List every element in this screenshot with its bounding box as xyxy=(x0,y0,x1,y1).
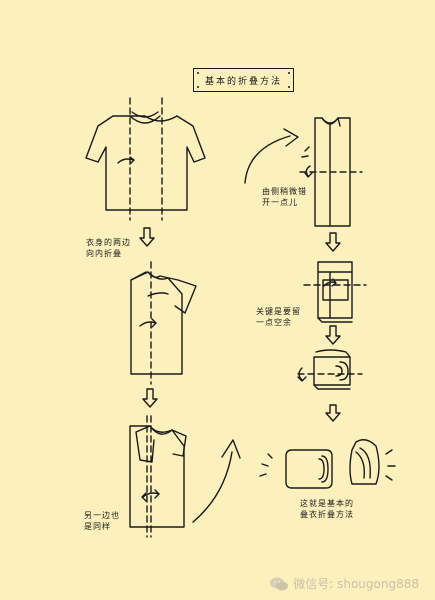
diagram-title: 基本的折叠方法 xyxy=(193,68,294,92)
down-arrow-2 xyxy=(142,388,158,408)
down-arrow-4 xyxy=(325,232,341,252)
curved-arrow-right-top xyxy=(244,128,299,184)
tshirt-half-folded xyxy=(130,261,197,385)
caption-step4: 由侧稍微错 开一点儿 xyxy=(262,187,307,207)
tshirt-flat xyxy=(85,97,206,221)
curved-arrow-up-center xyxy=(192,439,241,523)
caption-step1: 衣身的两边 向内折叠 xyxy=(86,238,131,258)
rolled-bundle xyxy=(297,349,363,390)
watermark-text: 微信号: shougong888 xyxy=(293,577,419,591)
strip-folded xyxy=(303,261,367,323)
finished-roll-side xyxy=(259,449,333,489)
watermark: 微信号: shougong888 xyxy=(269,575,419,592)
title-text: 基本的折叠方法 xyxy=(204,76,282,87)
wechat-icon xyxy=(270,577,289,590)
down-arrow-6 xyxy=(325,404,341,422)
finished-roll-upright xyxy=(349,439,396,485)
caption-step6: 关键是要留 一点空余 xyxy=(256,307,301,327)
down-arrow-1 xyxy=(139,227,155,247)
tshirt-both-folded xyxy=(129,415,187,538)
caption-final: 这就是基本的 叠衣折叠方法 xyxy=(300,499,354,519)
caption-step3: 另一边也 是同样 xyxy=(84,511,120,531)
down-arrow-5 xyxy=(325,325,341,345)
strip-long xyxy=(299,117,363,227)
